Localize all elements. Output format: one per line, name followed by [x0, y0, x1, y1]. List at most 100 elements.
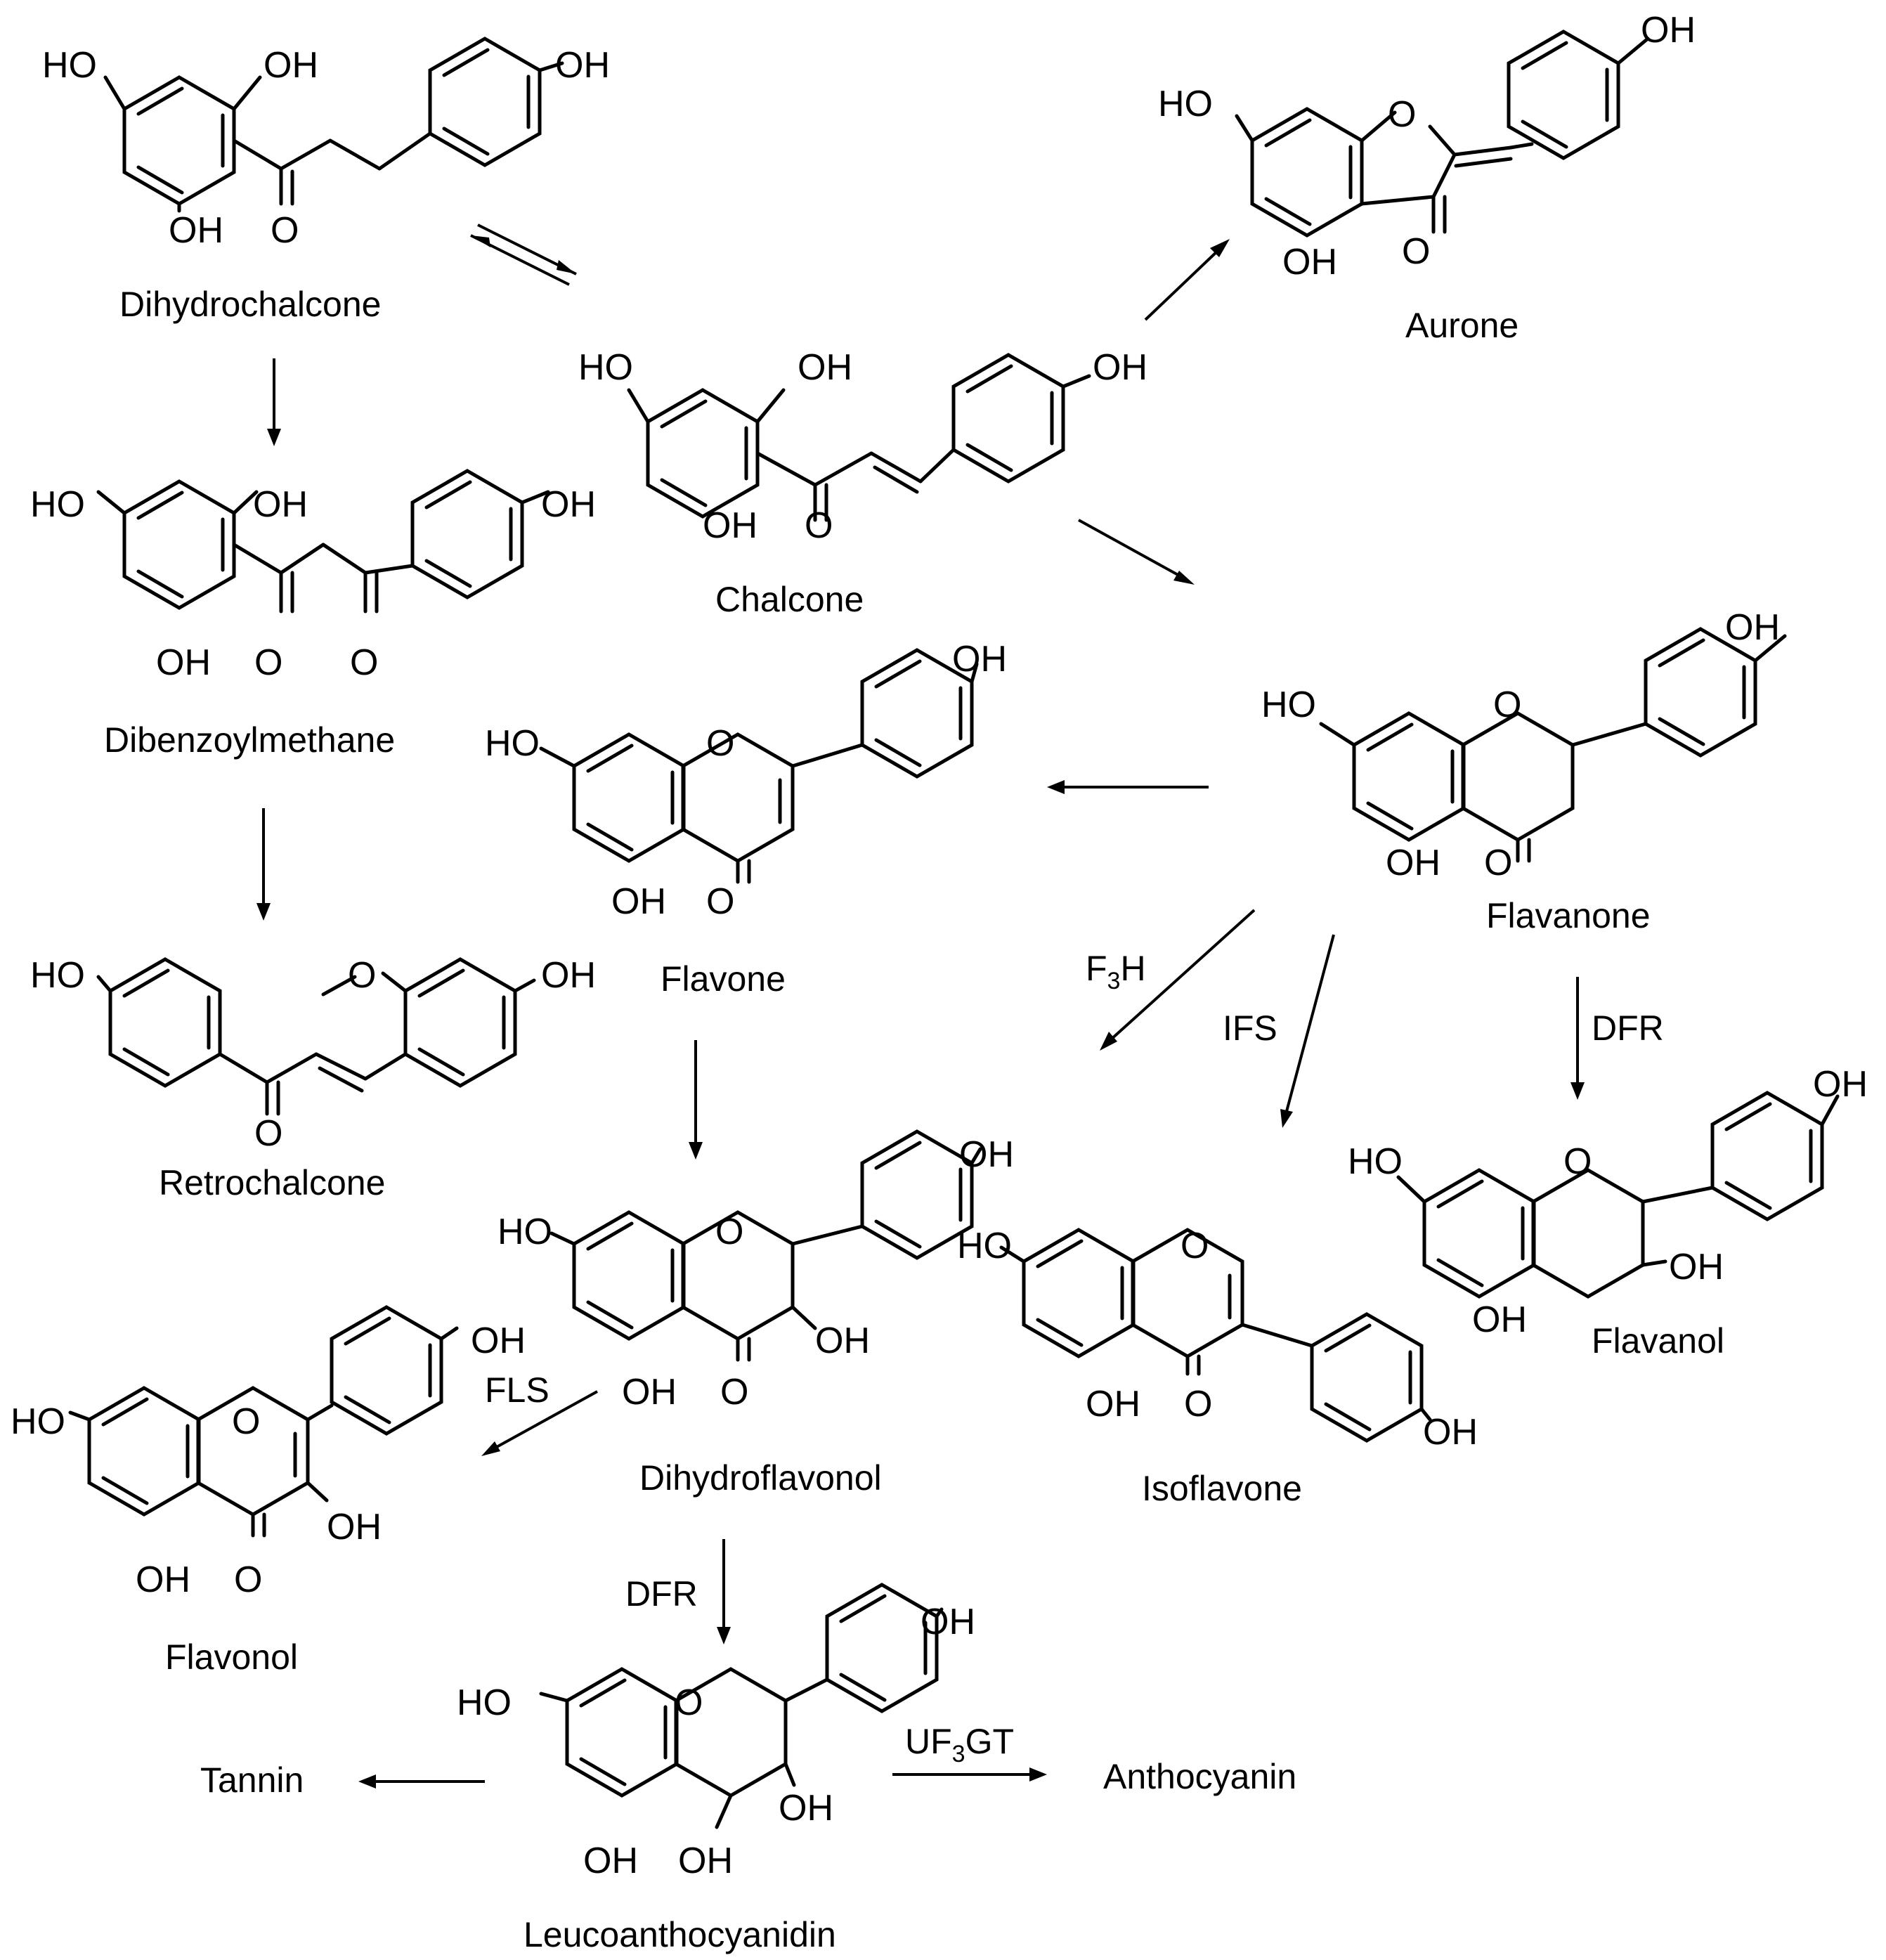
- leucoanthocyanidin-label: Leucoanthocyanidin: [523, 1915, 836, 1954]
- flavone-ring-o: O: [706, 723, 734, 764]
- dihydrochalcone-oh-top: OH: [264, 45, 318, 86]
- retrochalcone-oh-ring: OH: [541, 955, 596, 996]
- dibenzoylmethane-oh-bottom: OH: [156, 642, 211, 683]
- flavanol-oh-ring: OH: [1813, 1064, 1868, 1105]
- arrow-dfr-flavanol: [1570, 977, 1585, 1100]
- arrow-fls: [481, 1390, 598, 1456]
- flavone-oh-ring: OH: [952, 639, 1007, 680]
- dihydroflavonol-oh-3: OH: [815, 1320, 870, 1361]
- leuco-ho: HO: [457, 1682, 512, 1723]
- aurone-carbonyl-o: O: [1402, 231, 1430, 272]
- leuco-oh-ring: OH: [921, 1602, 975, 1642]
- isoflavone-carbonyl-o: O: [1184, 1384, 1212, 1424]
- dibenzoylmethane-oh-top: OH: [253, 484, 308, 525]
- flavone-carbonyl-o: O: [706, 881, 734, 922]
- leuco-ring-o: O: [675, 1682, 703, 1723]
- arrow-flavone-to-dihydroflavonol: [689, 1040, 703, 1160]
- flavonol-ho: HO: [11, 1401, 65, 1442]
- flavonol-oh-ring: OH: [471, 1320, 526, 1361]
- isoflavone-ho: HO: [957, 1226, 1012, 1266]
- flavone-structure: [539, 650, 979, 884]
- dihydroflavonol-ring-o: O: [715, 1212, 743, 1252]
- arrow-f3h: [1100, 909, 1256, 1051]
- flavone-oh-bottom: OH: [611, 881, 666, 922]
- retrochalcone-carbonyl-o: O: [254, 1113, 282, 1154]
- tannin-label: Tannin: [200, 1760, 304, 1800]
- flavanol-structure: [1396, 1093, 1840, 1297]
- flavone-label: Flavone: [661, 959, 786, 999]
- flavanol-ho: HO: [1348, 1141, 1403, 1182]
- enzyme-dfr-leuco: DFR: [625, 1574, 698, 1614]
- dibenzoylmethane-ho: HO: [30, 484, 85, 525]
- flavonol-oh-3: OH: [327, 1507, 382, 1547]
- chalcone-structure: [627, 355, 1091, 522]
- flavanol-oh-3: OH: [1669, 1247, 1724, 1287]
- enzyme-uf3gt: UF3GT: [905, 1722, 1014, 1767]
- flavonol-ring-o: O: [232, 1401, 260, 1442]
- retrochalcone-label: Retrochalcone: [159, 1163, 385, 1202]
- arrow-to-tannin: [358, 1774, 485, 1789]
- arrow-dfr-leuco: [717, 1539, 731, 1644]
- flavanone-label: Flavanone: [1486, 896, 1651, 935]
- arrow-chalcone-to-aurone: [1144, 239, 1230, 321]
- chalcone-oh-top: OH: [798, 347, 852, 388]
- flavonol-label: Flavonol: [165, 1637, 298, 1677]
- leuco-oh-3: OH: [779, 1788, 833, 1829]
- dibenzoylmethane-oh-ring: OH: [541, 484, 596, 525]
- arrow-flavanone-to-flavone: [1047, 780, 1209, 794]
- arrow-ifs: [1280, 934, 1335, 1128]
- chalcone-ho: HO: [578, 347, 633, 388]
- retrochalcone-methoxy-o: O: [348, 955, 376, 996]
- aurone-structure: [1235, 32, 1650, 235]
- aurone-oh-bottom: OH: [1282, 242, 1337, 283]
- flavanone-oh-ring: OH: [1725, 607, 1780, 648]
- flavanone-ho: HO: [1261, 684, 1316, 725]
- enzyme-dfr-flavanol: DFR: [1592, 1008, 1664, 1048]
- dihydroflavonol-structure: [549, 1131, 982, 1362]
- chalcone-oh-bottom: OH: [703, 505, 757, 546]
- arrow-uf3gt: [892, 1767, 1047, 1781]
- anthocyanin-label: Anthocyanin: [1103, 1757, 1296, 1796]
- dihydroflavonol-carbonyl-o: O: [720, 1372, 748, 1413]
- isoflavone-label: Isoflavone: [1142, 1469, 1302, 1508]
- aurone-ring-o: O: [1388, 94, 1416, 135]
- flavanol-label: Flavanol: [1592, 1321, 1724, 1361]
- flavanone-ring-o: O: [1493, 684, 1521, 725]
- flavonol-oh-bottom: OH: [136, 1559, 190, 1600]
- dihydrochalcone-oh-ring: OH: [555, 45, 610, 86]
- arrow-dibenzoylmethane-to-retrochalcone: [256, 808, 271, 921]
- dihydroflavonol-label: Dihydroflavonol: [639, 1458, 882, 1498]
- isoflavone-oh-bottom: OH: [1086, 1384, 1140, 1424]
- retrochalcone-structure: [96, 959, 536, 1116]
- flavonol-carbonyl-o: O: [234, 1559, 262, 1600]
- equilibrium-arrow: [470, 223, 577, 286]
- dibenzoylmethane-carbonyl-o2: O: [350, 642, 378, 683]
- flavanol-oh-bottom: OH: [1472, 1299, 1527, 1340]
- flavonol-structure: [68, 1307, 459, 1538]
- dibenzoylmethane-carbonyl-o1: O: [254, 642, 282, 683]
- flavanone-structure: [1319, 629, 1787, 863]
- chalcone-oh-ring: OH: [1093, 347, 1147, 388]
- arrow-chalcone-to-flavanone: [1078, 519, 1195, 585]
- dibenzoylmethane-structure: [96, 471, 550, 614]
- flavanol-ring-o: O: [1563, 1141, 1592, 1182]
- chalcone-label: Chalcone: [715, 580, 864, 619]
- aurone-oh-ring: OH: [1641, 10, 1696, 51]
- isoflavone-oh-ring: OH: [1423, 1412, 1478, 1453]
- dihydrochalcone-oh-bottom: OH: [169, 210, 223, 251]
- flavanone-oh-bottom: OH: [1386, 843, 1440, 883]
- arrow-dihydrochalcone-to-dibenzoylmethane: [267, 358, 281, 446]
- leuco-oh-4: OH: [678, 1841, 733, 1881]
- dihydroflavonol-oh-ring: OH: [959, 1134, 1014, 1175]
- dihydroflavonol-oh-bottom: OH: [622, 1372, 677, 1413]
- dihydrochalcone-ho: HO: [42, 45, 97, 86]
- dihydrochalcone-carbonyl-o: O: [271, 210, 299, 251]
- aurone-label: Aurone: [1405, 306, 1518, 345]
- aurone-ho: HO: [1158, 84, 1213, 124]
- flavone-ho: HO: [485, 723, 540, 764]
- isoflavone-ring-o: O: [1181, 1226, 1209, 1266]
- retrochalcone-ho: HO: [30, 955, 85, 996]
- enzyme-f3h: F3H: [1086, 949, 1146, 994]
- chalcone-carbonyl-o: O: [805, 505, 833, 546]
